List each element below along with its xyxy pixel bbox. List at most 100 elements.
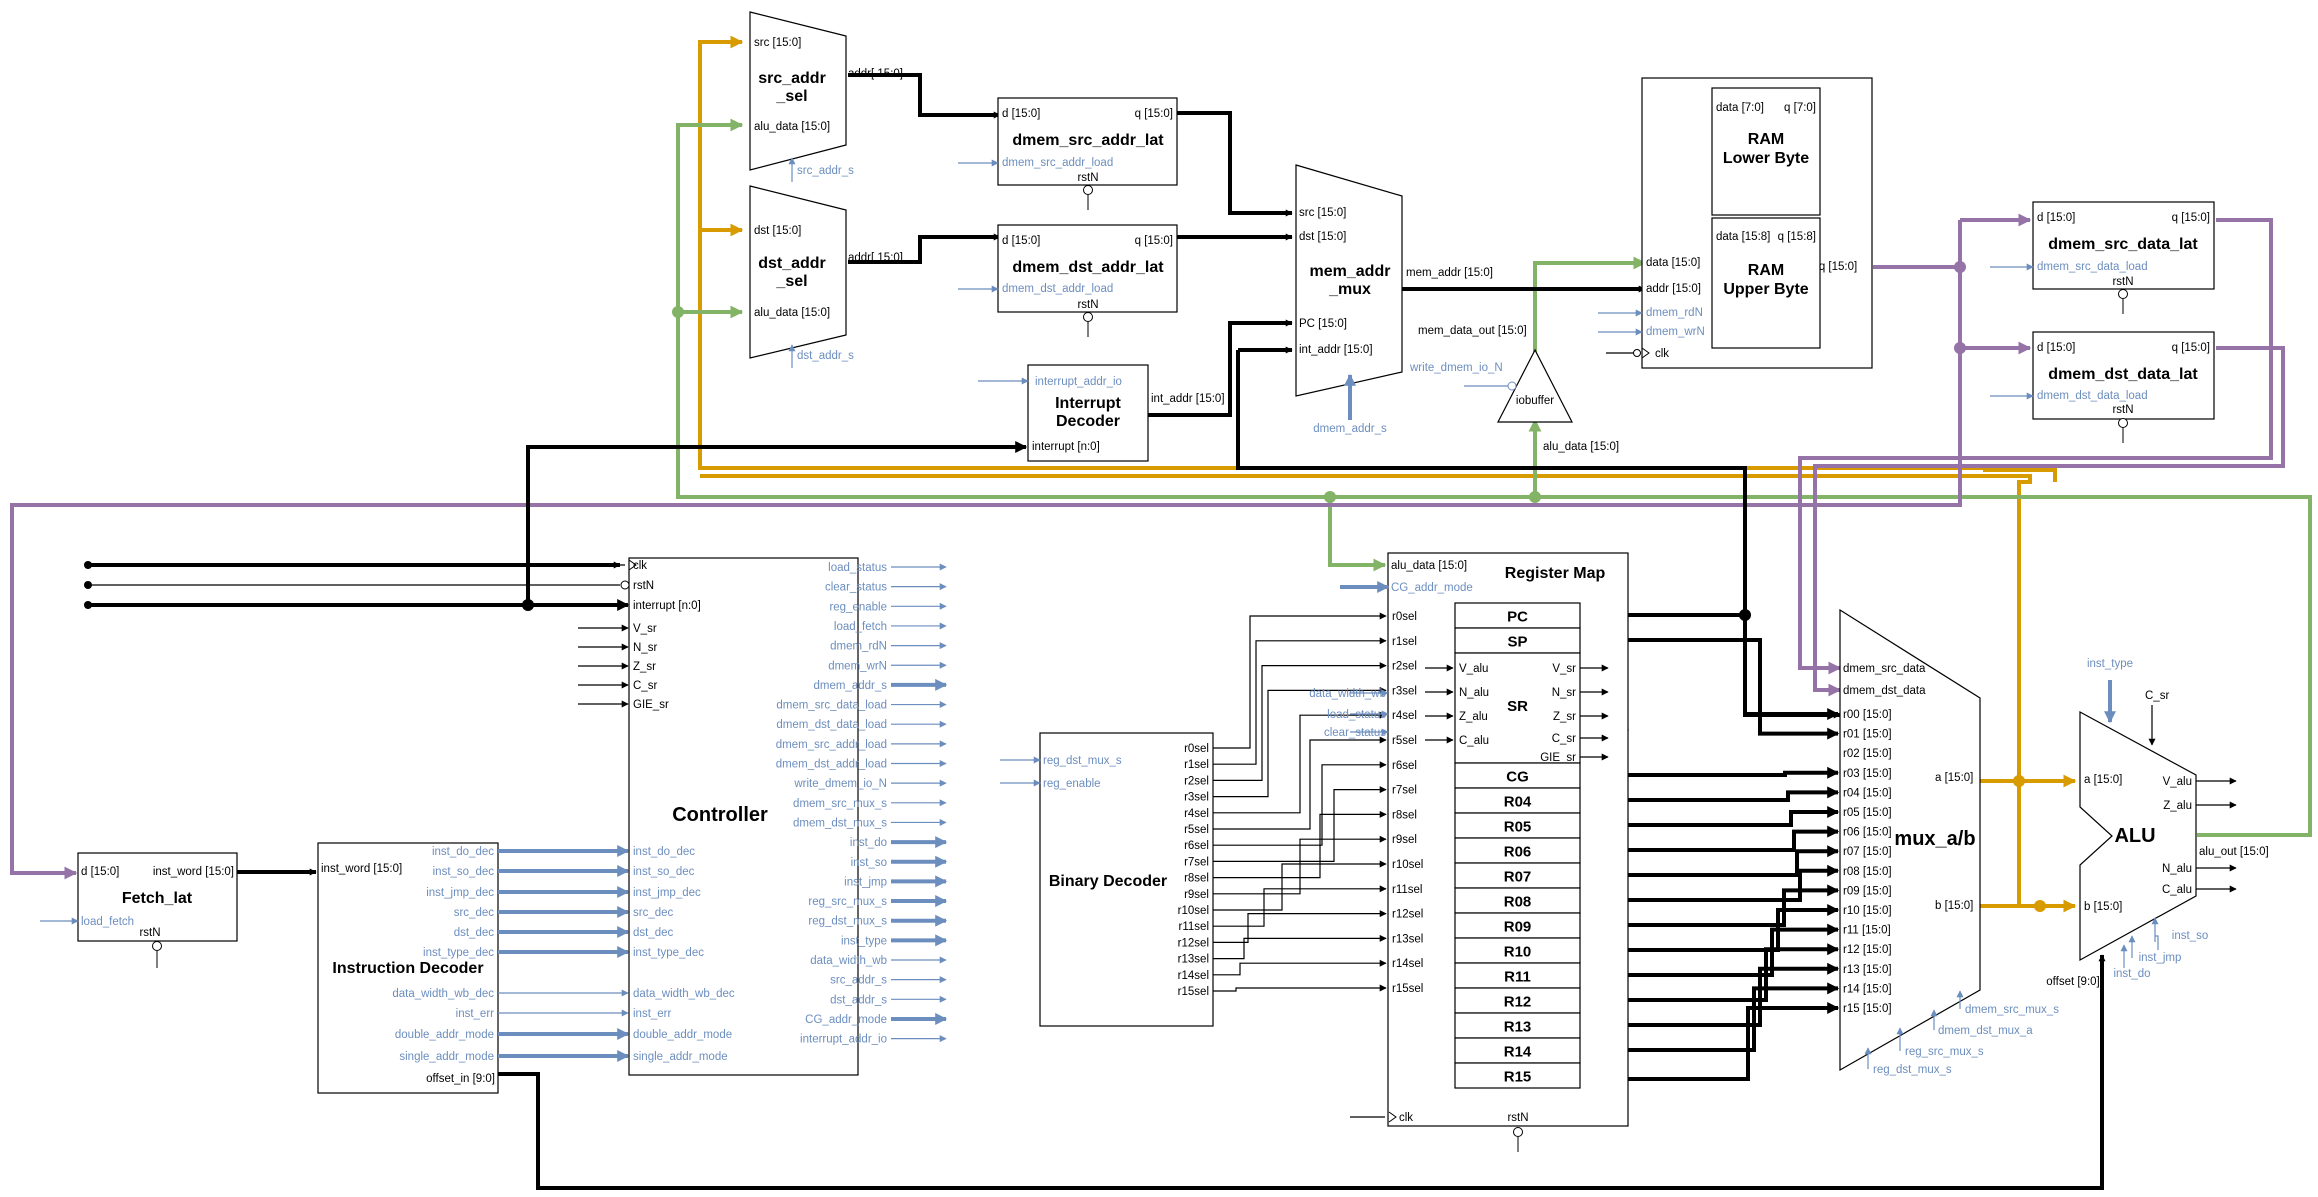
mux-in-r07-15-0: r07 [15:0] [1843,846,1892,858]
mem-addr-mux-title-1: mem_addr [1310,263,1391,280]
iobuffer-title: iobuffer [1516,395,1554,407]
sr-in-c-alu: C_alu [1459,735,1489,747]
ctrl-in-data-width-wb-dec: data_width_wb_dec [633,988,735,1000]
dmem-dst-addr-load-label: dmem_dst_addr_load [1002,283,1113,295]
reg-to-mux-r11 [1628,923,1840,977]
src-addr-sel-title-2: _sel [775,88,807,105]
rm-r6sel: r6sel [1392,760,1417,772]
rm-r7sel: r7sel [1392,785,1417,797]
mux-in-r14-15-0: r14 [15:0] [1843,983,1892,995]
register-map-block: Register Map alu_data [15:0] CG_addr_mod… [1309,552,1629,1152]
mux-in-r10-15-0: r10 [15:0] [1843,905,1892,917]
dmem-src-addr-lat-d: d [15:0] [1002,108,1040,120]
fetch-lat-d: d [15:0] [81,866,119,878]
ram-lower-title-1: RAM [1748,131,1784,148]
ram-addr-in: addr [15:0] [1646,283,1701,295]
id-out-single-addr-mode: single_addr_mode [399,1051,494,1063]
bin-out-r9sel: r9sel [1184,889,1209,901]
ctrl-out-reg-dst-mux-s: reg_dst_mux_s [808,916,887,928]
bin-out-r15sel: r15sel [1178,986,1209,998]
sr-in-v-alu: V_alu [1459,663,1488,675]
sel-wire-r12sel [1213,910,1387,943]
mem-addr-mux-title-2: _mux [1328,281,1371,298]
dmem-src-data-lat-q: q [15:0] [2172,212,2210,224]
ctrl-out-dmem-src-addr-load: dmem_src_addr_load [776,739,887,751]
dmem-src-addr-lat-block: d [15:0] q [15:0] dmem_src_addr_lat dmem… [958,97,1178,210]
mux-in-r12-15-0: r12 [15:0] [1843,944,1892,956]
reg-to-mux-r03 [1628,766,1840,779]
mux-ctrl-reg-dst-mux-s: reg_dst_mux_s [1873,1064,1952,1076]
dmem-src-addr-load-label: dmem_src_addr_load [1002,157,1113,169]
ctrl-in-c-sr: C_sr [633,680,657,692]
reg-to-mux-r15 [1628,1002,1840,1081]
dst-addr-sel-in1: dst [15:0] [754,225,801,237]
rm-side-load-status: load_status [1327,709,1386,721]
green-junction-2 [1529,491,1541,503]
id-out-inst-jmp-dec: inst_jmp_dec [426,887,494,899]
iobuffer-out-label: alu_data [15:0] [1543,441,1619,453]
ctrl-out-inst-do: inst_do [850,837,887,849]
rm-r3sel: r3sel [1392,685,1417,697]
sel-wire-r10sel [1213,860,1387,911]
cg-addr-mode-label: CG_addr_mode [1391,582,1473,594]
reg-r05: R05 [1504,819,1532,836]
mem-addr-mux-in1: src [15:0] [1299,207,1346,219]
ctrl-out-inst-jmp: inst_jmp [844,876,887,888]
sel-wire-r1sel [1213,637,1387,765]
ctrl-src-dot-1 [84,581,92,589]
mux-in-r00-15-0: r00 [15:0] [1843,709,1892,721]
bin-out-r5sel: r5sel [1184,824,1209,836]
decoder-to-regmap-wires [1213,612,1387,992]
alu-flag-v-alu: V_alu [2163,776,2192,788]
mux-ctrl-reg-src-mux-s: reg_src_mux_s [1905,1046,1984,1058]
src-addr-sel-out: addr[ 15:0] [848,68,903,80]
sel-wire-r11sel [1213,885,1387,927]
rm-r8sel: r8sel [1392,809,1417,821]
mux-ab-block: mux_a/b a [15:0] b [15:0] dmem_src_datad… [1839,608,2059,1076]
ctrl-in-inst-err: inst_err [633,1008,672,1020]
write-dmem-io-n-label: write_dmem_io_N [1409,362,1503,374]
dst-addr-sel-title-1: dst_addr [758,255,826,272]
rm-r5sel: r5sel [1392,735,1417,747]
rm-r4sel: r4sel [1392,710,1417,722]
sr-out-gie-sr: GIE_sr [1540,752,1576,764]
dmem-src-data-lat-rst: rstN [2112,276,2133,288]
dmem-dst-data-lat-rst: rstN [2112,404,2133,416]
ctrl-src-dot-0 [84,561,92,569]
dst-addr-sel-title-2: _sel [775,273,807,290]
mux-in-r15-15-0: r15 [15:0] [1843,1003,1892,1015]
mux-in-r05-15-0: r05 [15:0] [1843,807,1892,819]
ctrl-in-dst-dec: dst_dec [633,927,674,939]
interrupt-decoder-title-2: Decoder [1056,413,1120,430]
ctrl-in-double-addr-mode: double_addr_mode [633,1029,732,1041]
mux-in-r09-15-0: r09 [15:0] [1843,885,1892,897]
ctrl-out-load-fetch: load_fetch [834,621,887,633]
id-out-dst-dec: dst_dec [454,927,495,939]
reg-cg: CG [1506,769,1529,786]
ctrl-out-write-dmem-io-n: write_dmem_io_N [793,778,887,790]
reg-r13: R13 [1504,1019,1532,1036]
ctrl-out-dmem-src-data-load: dmem_src_data_load [776,700,887,712]
ram-lower-d: data [7:0] [1716,102,1764,114]
reg-sr: SR [1507,698,1528,715]
reg-r12: R12 [1504,994,1532,1011]
dst-addr-sel-out: addr[ 15:0] [848,252,903,264]
fetch-lat-q: inst_word [15:0] [153,866,234,878]
reg-cell-r10 [1454,937,1581,964]
reg-to-mux-r04 [1628,786,1840,802]
sel-wire-r5sel [1213,736,1387,830]
orange-junction-1 [2013,775,2025,787]
bin-out-r1sel: r1sel [1184,759,1209,771]
reg-r10: R10 [1504,944,1532,961]
fetch-lat-block: d [15:0] inst_word [15:0] Fetch_lat load… [40,852,238,968]
rm-side-data-width-wb: data_width_wb [1309,688,1386,700]
mux-in-r06-15-0: r06 [15:0] [1843,827,1892,839]
ctrl-out-cg-addr-mode: CG_addr_mode [805,1014,887,1026]
reg-cell-cg [1454,762,1581,789]
mux-in-r13-15-0: r13 [15:0] [1843,964,1892,976]
ram-upper-q: q [15:8] [1778,231,1816,243]
dst-addr-sel-block: dst [15:0] alu_data [15:0] addr[ 15:0] d… [749,185,903,368]
reg-cell-r15 [1454,1062,1581,1089]
